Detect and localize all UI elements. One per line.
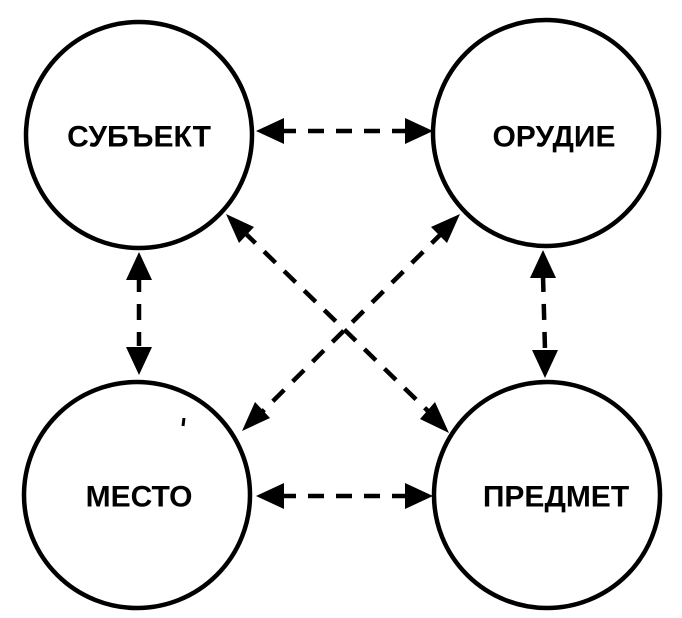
node-label: ПРЕДМЕТ bbox=[483, 481, 629, 514]
node-circle bbox=[23, 19, 255, 251]
arrowhead-right bbox=[405, 118, 433, 144]
node-object: ПРЕДМЕТ bbox=[431, 379, 663, 611]
arrowhead-down bbox=[532, 350, 558, 378]
arrowhead-up-left bbox=[226, 214, 254, 243]
arrowhead-down bbox=[126, 347, 152, 375]
node-circle bbox=[21, 379, 253, 611]
node-label: МЕСТО bbox=[86, 481, 193, 514]
arrowhead-up bbox=[126, 252, 152, 280]
arrowheads bbox=[126, 118, 558, 509]
arrowhead-right bbox=[405, 483, 433, 509]
node-circle bbox=[430, 17, 662, 249]
node-label: СУБЪЕКТ bbox=[67, 121, 211, 154]
arrowhead-up bbox=[530, 250, 556, 278]
edge-subject-object bbox=[242, 230, 431, 414]
edge-instrument-object bbox=[540, 275, 548, 351]
node-label: ОРУДИЕ bbox=[492, 121, 615, 154]
stray-mark bbox=[181, 417, 186, 427]
arrowhead-left bbox=[256, 483, 284, 509]
arrowhead-down-right bbox=[420, 402, 449, 433]
arrowhead-left bbox=[256, 118, 284, 144]
node-instrument: ОРУДИЕ bbox=[430, 17, 662, 249]
node-circle bbox=[431, 379, 663, 611]
node-place: МЕСТО bbox=[21, 379, 253, 611]
node-subject: СУБЪЕКТ bbox=[23, 19, 255, 251]
edge-instrument-place bbox=[260, 230, 445, 414]
arrowhead-down-left bbox=[242, 402, 270, 431]
connectors bbox=[136, 128, 548, 499]
arrowhead-up-right bbox=[431, 214, 460, 243]
